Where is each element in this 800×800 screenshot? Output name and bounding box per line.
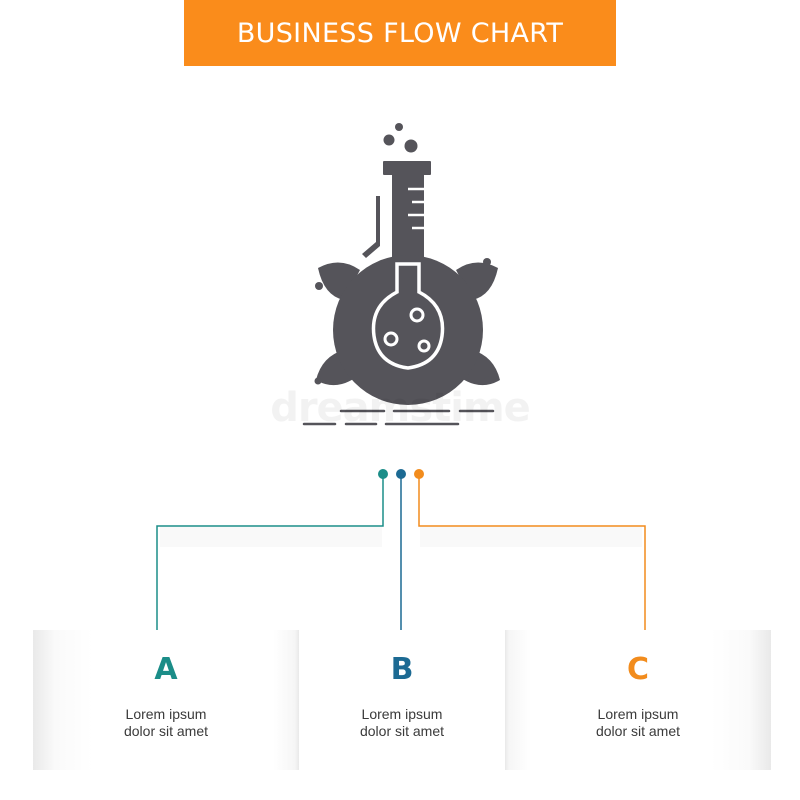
step-description-line2: dolor sit amet	[595, 723, 681, 739]
step-description: Lorem ipsum dolor sit amet	[33, 706, 299, 740]
bubble-left-icon	[383, 134, 395, 146]
node-b-dot	[396, 469, 406, 479]
chart-title: BUSINESS FLOW CHART	[236, 17, 564, 49]
step-description-line2: dolor sit amet	[359, 723, 445, 739]
connector-c	[418, 474, 646, 636]
node-a-dot	[378, 469, 388, 479]
step-letter: A	[154, 652, 178, 687]
step-description-line1: Lorem ipsum	[361, 706, 443, 722]
node-c-dot	[414, 469, 424, 479]
step-description-line1: Lorem ipsum	[597, 706, 679, 722]
step-letter: B	[390, 652, 414, 687]
step-panel-a: A Lorem ipsum dolor sit amet	[33, 630, 299, 770]
step-panel-c: C Lorem ipsum dolor sit amet	[505, 630, 771, 770]
step-description-line1: Lorem ipsum	[125, 706, 207, 722]
step-panel-b: B Lorem ipsum dolor sit amet	[299, 630, 505, 770]
step-description-line2: dolor sit amet	[123, 723, 209, 739]
title-banner: BUSINESS FLOW CHART	[184, 0, 616, 66]
connector-a	[156, 474, 384, 636]
bubble-small-icon	[395, 123, 403, 131]
step-description: Lorem ipsum dolor sit amet	[299, 706, 505, 740]
step-description: Lorem ipsum dolor sit amet	[505, 706, 771, 740]
step-letter: C	[626, 652, 650, 687]
watermark: dreamstime	[270, 385, 531, 431]
bubble-right-icon	[404, 139, 418, 153]
